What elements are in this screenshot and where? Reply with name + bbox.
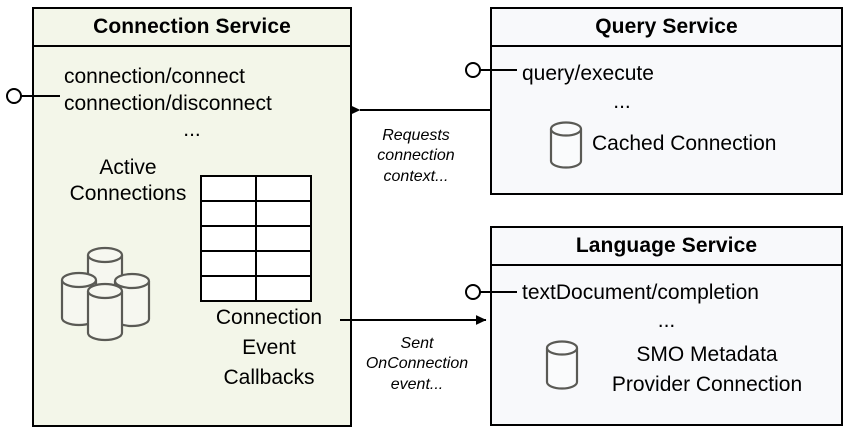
provider-label-line2: Provider Connection (611, 373, 803, 396)
language-service-component[interactable]: Language Service textDocument/completion… (490, 226, 843, 426)
edge-label-line3: event... (390, 375, 444, 393)
provider-label-line1: SMO Metadata (636, 343, 778, 366)
edge-label-query-to-connection: Requests connection context... (356, 126, 476, 187)
edge-label-connection-to-language: Sent OnConnection event... (356, 334, 478, 395)
connection-service-body: connection/connect connection/disconnect… (34, 47, 350, 425)
cached-connection-label: Cached Connection (592, 132, 777, 155)
edge-label-line1: Sent (400, 335, 434, 352)
callbacks-label-line3: Callbacks (223, 366, 315, 389)
edge-label-line3: context... (383, 167, 449, 185)
callbacks-label-line1: Connection (215, 306, 323, 329)
language-service-ellipsis: ... (657, 309, 676, 332)
active-connections-label-line2: Connections (69, 182, 187, 205)
callbacks-label-line2: Event (242, 336, 296, 359)
edge-label-line2: OnConnection (365, 355, 469, 373)
connection-service-component[interactable]: Connection Service connection/connect co… (32, 7, 352, 427)
connection-service-interface-1: connection/disconnect (64, 92, 272, 115)
connection-service-ellipsis: ... (183, 118, 201, 141)
edge-label-line2: connection (377, 147, 455, 165)
edge-label-line1: Requests (382, 127, 450, 144)
language-service-title: Language Service (492, 228, 841, 266)
query-service-ellipsis: ... (613, 90, 631, 113)
connection-service-interface-0: connection/connect (64, 65, 245, 88)
query-service-title: Query Service (492, 9, 841, 47)
connection-service-title: Connection Service (34, 9, 350, 47)
query-service-component[interactable]: Query Service query/execute ... Cached C… (490, 7, 843, 195)
language-service-body: textDocument/completion ... SMO Metadata… (492, 266, 841, 424)
query-service-interface-0: query/execute (522, 62, 654, 85)
active-connections-label-line1: Active (99, 156, 157, 179)
language-service-interface-0: textDocument/completion (522, 281, 759, 304)
query-service-body: query/execute ... Cached Connection (492, 47, 841, 193)
